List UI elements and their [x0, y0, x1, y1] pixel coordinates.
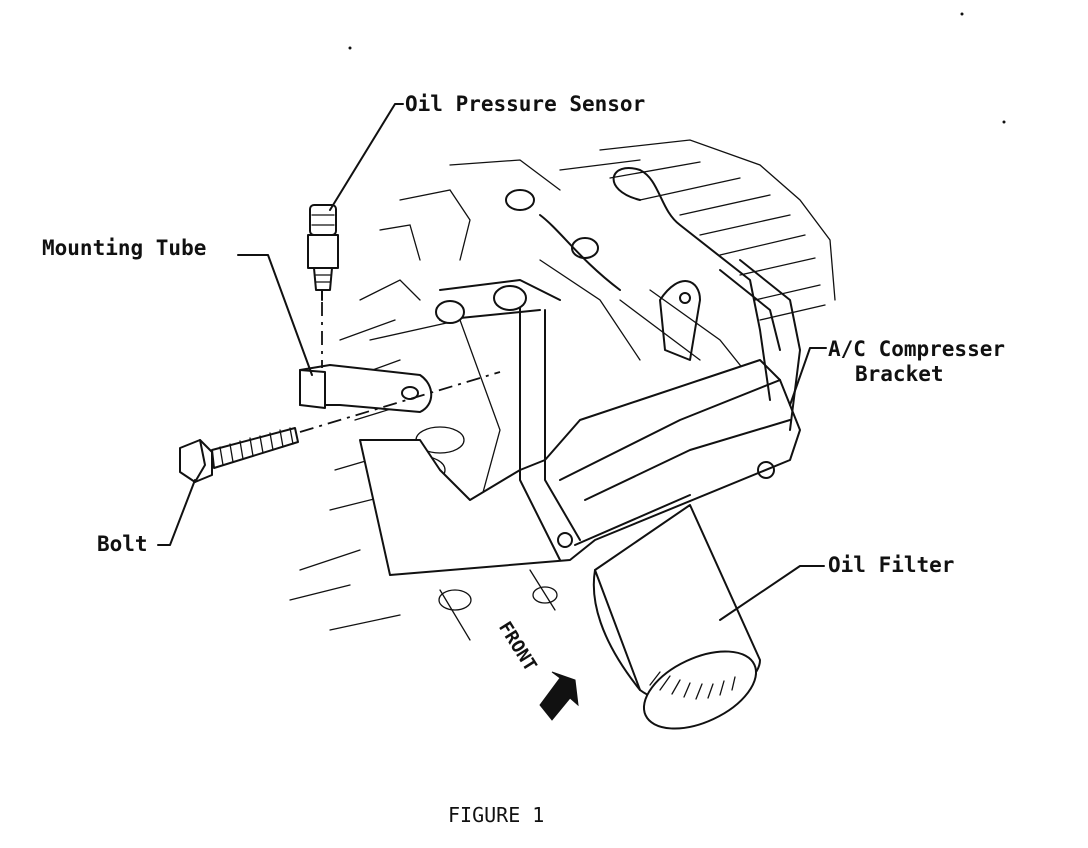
figure-caption: FIGURE 1	[448, 803, 545, 827]
front-arrow	[539, 671, 579, 721]
bolt	[179, 427, 299, 483]
assembly-centerlines	[299, 302, 501, 433]
leader-lines	[157, 103, 827, 621]
label-bolt: Bolt	[97, 532, 148, 556]
label-oil-pressure-sensor: Oil Pressure Sensor	[405, 92, 646, 116]
engine-block	[379, 139, 836, 391]
label-oil-filter: Oil Filter	[828, 553, 955, 577]
mounting-tube	[299, 364, 433, 413]
label-ac-compressor-bracket-line1: A/C Compresser	[828, 337, 1006, 361]
ac-compressor-bracket	[359, 259, 801, 576]
oil-filter	[574, 494, 761, 730]
label-mounting-tube: Mounting Tube	[42, 236, 207, 260]
oil-pressure-sensor	[307, 204, 339, 301]
label-ac-compressor-bracket-line2: Bracket	[855, 362, 944, 386]
engine-bolts	[435, 189, 701, 361]
hose	[539, 167, 771, 401]
